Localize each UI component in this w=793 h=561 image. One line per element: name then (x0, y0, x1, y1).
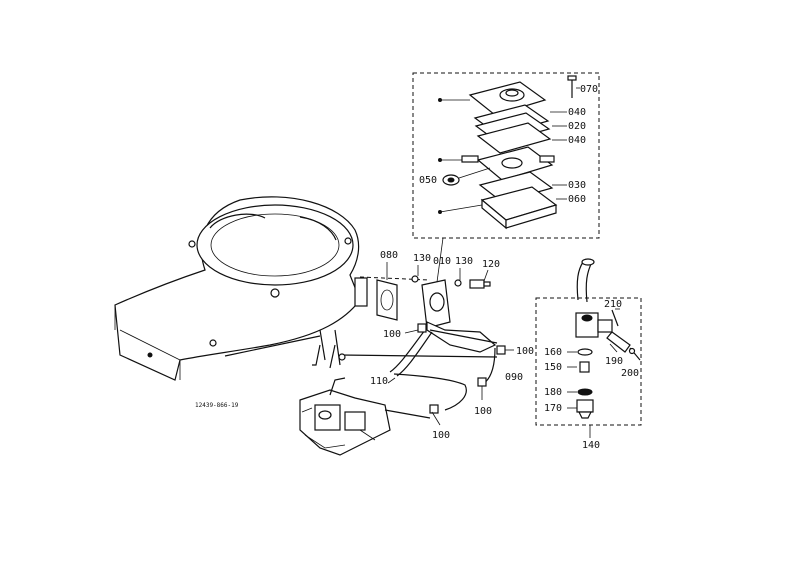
clamp-100-b (496, 345, 506, 355)
callout-090: 090 (505, 372, 523, 383)
clamp-100-a (417, 323, 427, 333)
callout-210: 210 (604, 299, 622, 310)
callout-100-upper: 100 (383, 329, 401, 340)
callout-130-left: 130 (413, 253, 431, 264)
callout-100-middle: 100 (474, 406, 492, 417)
gasket-080 (376, 262, 398, 321)
callout-040-lower: 040 (568, 135, 586, 146)
callout-200: 200 (621, 368, 639, 379)
bolt-130-a (411, 265, 419, 283)
pump-base-060 (438, 186, 558, 230)
callout-150: 150 (544, 362, 562, 373)
callout-190: 190 (605, 356, 623, 367)
callout-130-right: 130 (455, 256, 473, 267)
callout-060: 060 (568, 194, 586, 205)
oring-160 (577, 348, 593, 356)
pump-top-cover (438, 81, 547, 116)
callout-070: 070 (580, 84, 598, 95)
callout-020: 020 (568, 121, 586, 132)
bolt-130-b (454, 268, 462, 287)
fuel-inlet-pipe (576, 258, 595, 303)
fuel-cock-detail-box (535, 297, 642, 426)
clamp-100-c (477, 377, 487, 387)
callout-100-lower: 100 (432, 430, 450, 441)
callout-110: 110 (370, 376, 388, 387)
callout-160: 160 (544, 347, 562, 358)
callout-010: 010 (433, 256, 451, 267)
callout-030: 030 (568, 180, 586, 191)
screen-150 (579, 361, 590, 373)
carburetor (299, 377, 431, 456)
screw-210 (611, 308, 620, 327)
bolt-120 (469, 269, 491, 289)
packing-180 (577, 388, 593, 396)
lever-190 (606, 331, 631, 353)
callout-100-right: 100 (516, 346, 534, 357)
washer-200 (628, 347, 641, 361)
fuel-pump-detail-box (412, 72, 600, 239)
choke-linkage (312, 344, 346, 369)
fuel-cock-body (575, 312, 613, 338)
screw-070 (567, 75, 580, 98)
cup-170 (576, 399, 594, 419)
blower-housing (114, 196, 368, 381)
callout-170: 170 (544, 403, 562, 414)
clamp-100-d (429, 404, 439, 414)
pump-body (438, 146, 555, 181)
callout-180: 180 (544, 387, 562, 398)
callout-080: 080 (380, 250, 398, 261)
gasket-040-lower (476, 122, 552, 154)
callout-140: 140 (582, 440, 600, 451)
fuel-pump-assembly (421, 279, 497, 353)
callout-040-top: 040 (568, 107, 586, 118)
callout-120: 120 (482, 259, 500, 270)
callout-050: 050 (419, 175, 437, 186)
valve-050 (442, 167, 491, 186)
figure-code: 12439-866-19 (195, 402, 239, 409)
